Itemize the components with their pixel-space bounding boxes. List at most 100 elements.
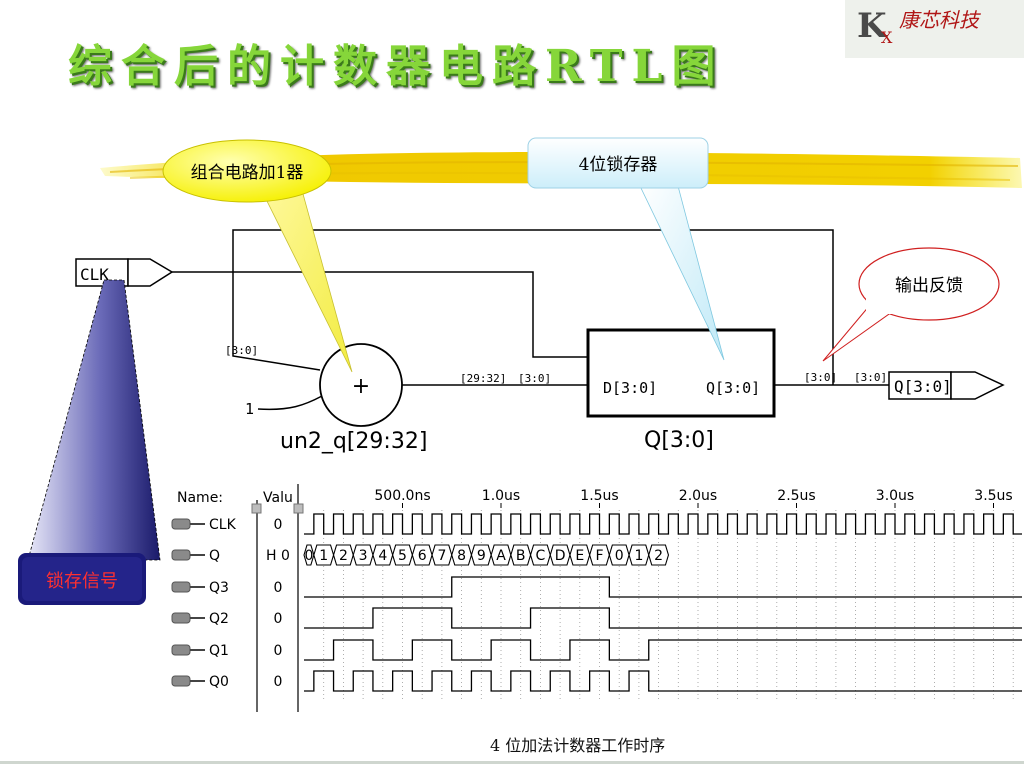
adder-input-bus-label: [3:0] [225,344,258,357]
register-block: D[3:0] Q[3:0] [586,328,776,418]
time-mark: 1.0us [482,488,520,504]
q-bus-value: 3 [352,544,374,566]
q-bus-value: 4 [372,544,394,566]
signal-type-icon [171,675,205,687]
signal-type-icon [171,644,205,656]
q-bus-value: E [569,544,591,566]
q-bus-value: 1 [313,544,335,566]
output-bus-label-a: [3:0] [804,371,837,384]
signal-value: 0 [274,517,283,533]
svg-text:F: F [595,548,603,564]
waveform-value-header: Valu [263,490,293,506]
svg-text:9: 9 [477,548,486,564]
latch-signal-pointer [27,279,161,561]
svg-text:D: D [555,548,566,564]
q-bus-value: F [589,544,610,566]
svg-text:4: 4 [378,548,387,564]
signal-name[interactable]: Q2 [209,611,229,627]
svg-text:8: 8 [457,548,466,564]
value-column-splitter[interactable] [293,503,304,514]
q-bus-value: 9 [470,544,492,566]
signal-value: 0 [274,643,283,659]
q0-trace [304,670,1022,692]
logo-company-name: 康芯科技 [899,8,979,32]
time-mark: 2.0us [679,488,717,504]
register-q-pin: Q[3:0] [706,379,760,397]
q3-trace [304,576,1022,598]
q-bus-value: A [490,544,512,566]
q-bus-value: 0 [303,544,315,566]
svg-text:0: 0 [615,548,624,564]
svg-text:5: 5 [398,548,407,564]
adder-instance-label: un2_q[29:32] [280,429,427,454]
q-bus-value: 6 [411,544,433,566]
latch-signal-callout: 锁存信号 [18,553,146,605]
adder-callout-pointer [257,182,353,373]
svg-text:1: 1 [319,548,328,564]
time-mark: 2.5us [777,488,815,504]
signal-name[interactable]: Q1 [209,643,229,659]
signal-name[interactable]: Q0 [209,674,229,690]
time-mark: 1.5us [580,488,618,504]
time-mark: 3.0us [876,488,914,504]
signal-name[interactable]: Q [209,548,220,564]
time-mark: 3.5us [974,488,1012,504]
adder-symbol: + [319,343,403,427]
name-column-splitter[interactable] [251,503,262,514]
logo-letter-x: X [881,28,893,47]
q-bus-value: D [549,544,571,566]
q-port-label: Q[3:0] [894,377,952,396]
q-bus-value: 7 [431,544,453,566]
footer-rule [0,761,1024,764]
svg-text:A: A [496,548,506,564]
waveform-caption: 4 位加法计数器工作时序 [490,736,666,755]
time-axis: 500.0ns 1.0us 1.5us 2.0us 2.5us 3.0us 3.5us [374,488,1013,508]
svg-text:2: 2 [654,548,663,564]
q-bus-value: C [529,544,551,566]
adder-callout: 组合电路加1器 [162,139,332,203]
constant-one: 1 [245,400,254,418]
svg-text:7: 7 [437,548,446,564]
q-bus-value: 0 [608,544,630,566]
latch-callout: 4位锁存器 [527,137,709,189]
sum-bus-label-b: [3:0] [518,372,551,385]
clk-input-port: CLK [75,258,174,287]
signal-name[interactable]: Q3 [209,580,229,596]
register-instance-label: Q[3:0] [644,428,714,453]
adder-callout-text: 组合电路加1器 [191,163,304,183]
signal-value: 0 [274,674,283,690]
svg-text:E: E [575,548,584,564]
svg-text:C: C [536,548,546,564]
q-bus-value: 2 [648,544,670,566]
svg-text:6: 6 [418,548,427,564]
signal-type-icon [171,549,205,561]
q-bus-value: 5 [392,544,413,566]
signal-type-icon [171,612,205,624]
feedback-callout: 输出反馈 [858,247,1000,321]
svg-text:3: 3 [359,548,368,564]
q1-trace [304,639,1022,661]
plus-sign: + [352,374,370,399]
q-bus-value: 1 [628,544,650,566]
svg-text:B: B [516,548,526,564]
signal-type-icon [171,518,205,530]
output-bus-label-b: [3:0] [854,371,887,384]
company-logo: K X 康芯科技 [845,0,1024,58]
clk-port-label: CLK [80,265,109,284]
latch-signal-callout-text: 锁存信号 [46,571,118,592]
page-title: 综合后的计数器电路RTL图 [68,41,725,92]
q-bus-value: 2 [332,544,354,566]
svg-text:0: 0 [304,548,313,564]
signal-value: 0 [274,611,283,627]
q-bus-value: B [510,544,532,566]
register-d-pin: D[3:0] [603,379,657,397]
q-output-port: Q[3:0] [888,371,1005,400]
signal-name[interactable]: CLK [209,517,237,533]
time-mark: 500.0ns [374,488,430,504]
waveform-grid [323,510,1014,700]
signal-value: 0 [274,580,283,596]
sum-bus-label: [29:32] [460,372,506,385]
signal-type-icon [171,581,205,593]
